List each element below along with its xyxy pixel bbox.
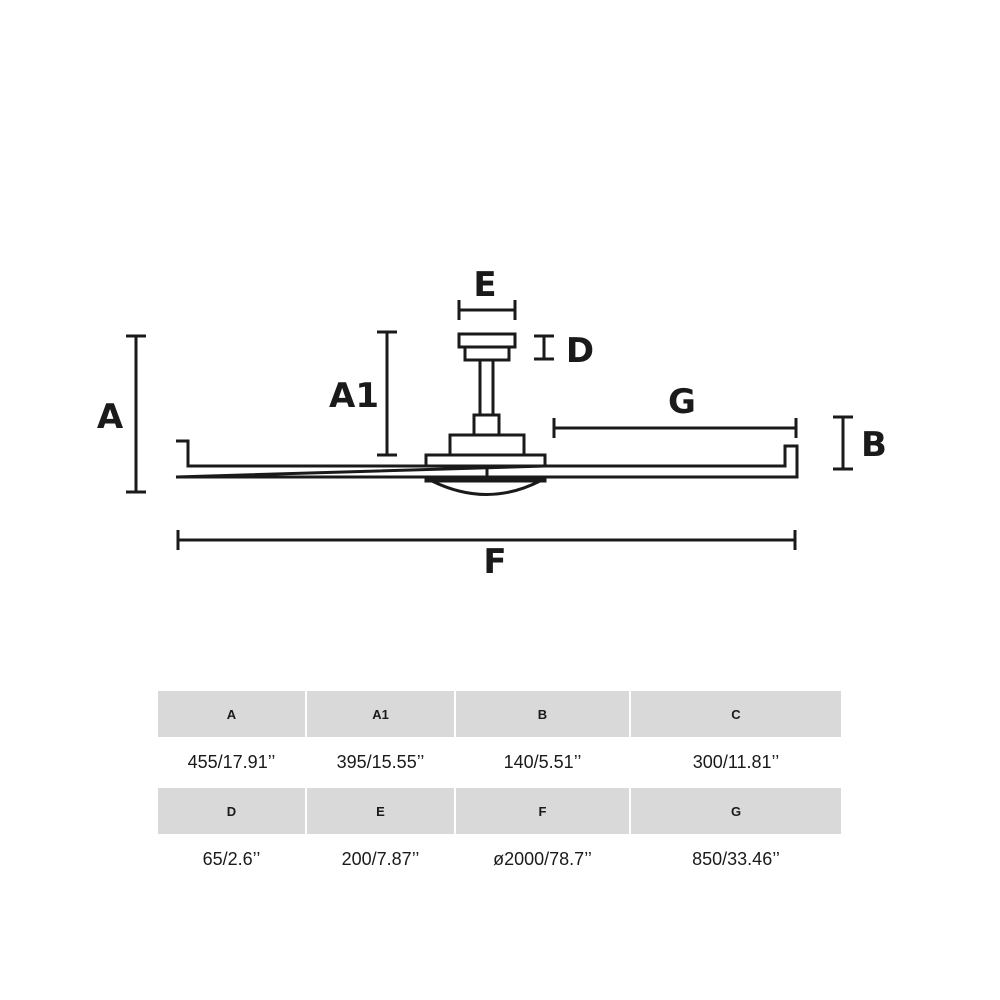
- dimension-d: [534, 334, 554, 361]
- table-header-row: D E F G: [158, 788, 841, 834]
- coupling: [472, 413, 501, 437]
- label-b: B: [861, 425, 887, 465]
- value-cell: ø2000/78.7’’: [493, 849, 592, 869]
- header-cell: B: [456, 691, 629, 737]
- dimension-f: [176, 530, 797, 550]
- downrod: [478, 358, 495, 417]
- dimension-g: [552, 418, 798, 438]
- header-cell: C: [631, 691, 841, 737]
- canopy: [457, 332, 517, 349]
- dimension-a: [126, 334, 146, 494]
- value-cell: 850/33.46’’: [692, 849, 780, 869]
- header-cell: A1: [307, 691, 454, 737]
- label-g: G: [668, 382, 696, 422]
- value-cell: 140/5.51’’: [503, 752, 582, 772]
- value-cell: 395/15.55’’: [336, 752, 425, 772]
- label-f: F: [483, 542, 506, 582]
- fan-drawing: [175, 332, 799, 496]
- value-cell: 65/2.6’’: [202, 849, 261, 869]
- value-cell: 455/17.91’’: [187, 752, 276, 772]
- header-cell: A: [158, 691, 305, 737]
- label-a1: A1: [329, 376, 379, 416]
- dimensions-table: A A1 B C 455/17.91’’ 395/15.55’’ 140/5.5…: [156, 689, 843, 885]
- light-dome: [431, 479, 541, 496]
- header-cell: F: [456, 788, 629, 834]
- value-cell: 300/11.81’’: [692, 752, 780, 772]
- label-a: A: [97, 397, 124, 437]
- header-cell: E: [307, 788, 454, 834]
- table-value-row: 65/2.6’’ 200/7.87’’ ø2000/78.7’’ 850/33.…: [158, 836, 841, 883]
- blades: [175, 439, 799, 479]
- label-d: D: [566, 331, 594, 371]
- dimension-e: [457, 300, 517, 320]
- value-cell: 200/7.87’’: [341, 849, 420, 869]
- label-e: E: [473, 265, 496, 305]
- dimension-a1: [377, 330, 397, 457]
- table-value-row: 455/17.91’’ 395/15.55’’ 140/5.51’’ 300/1…: [158, 739, 841, 786]
- motor-plate: [424, 453, 547, 468]
- motor-housing: [448, 433, 526, 457]
- dimension-b: [833, 415, 853, 471]
- canopy-collar: [463, 345, 511, 362]
- table-header-row: A A1 B C: [158, 691, 841, 737]
- header-cell: G: [631, 788, 841, 834]
- header-cell: D: [158, 788, 305, 834]
- dimension-lines: [126, 300, 853, 550]
- light-base: [424, 475, 547, 483]
